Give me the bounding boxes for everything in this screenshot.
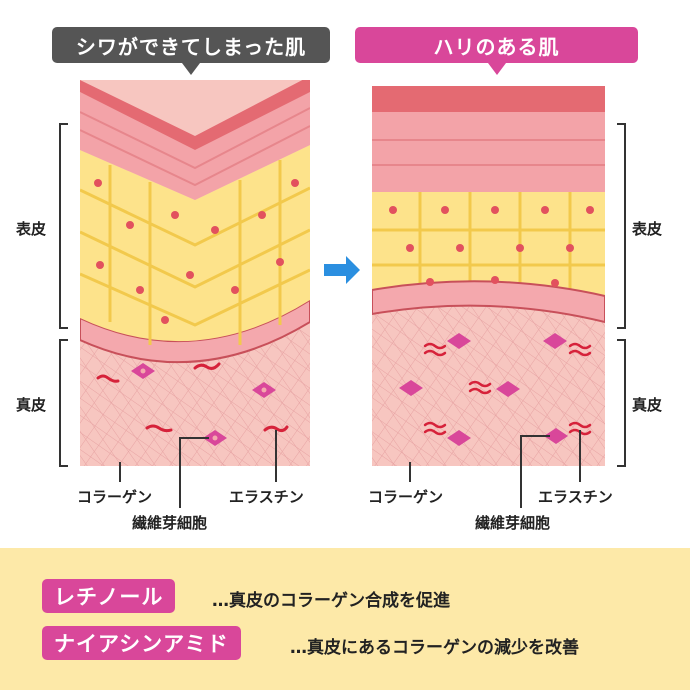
- skin-diagram: [59, 80, 626, 508]
- right-epidermis-label: 表皮: [632, 220, 663, 238]
- right-title-tail: [487, 63, 506, 75]
- right-collagen-label: コラーゲン: [368, 488, 444, 506]
- niacinamide-badge: ナイアシンアミド: [42, 626, 241, 660]
- left-elastin-label: エラスチン: [229, 488, 304, 506]
- right-title: ハリのある肌: [355, 27, 638, 75]
- left-title: シワができてしまった肌: [52, 27, 330, 75]
- niacinamide-desc: …真皮にあるコラーゲンの減少を改善: [290, 638, 579, 658]
- left-title-tail: [182, 63, 200, 75]
- left-dermis-label: 真皮: [16, 396, 47, 414]
- right-title-text: ハリのある肌: [433, 34, 560, 59]
- right-skin: [372, 86, 605, 466]
- right-dermis-label: 真皮: [632, 396, 663, 414]
- left-epidermis-label: 表皮: [16, 220, 47, 238]
- arrow-icon: [324, 256, 360, 284]
- right-fibroblast-label: 繊維芽細胞: [475, 514, 551, 532]
- footer-panel: [0, 548, 690, 690]
- left-skin: [80, 80, 310, 466]
- niacinamide-name: ナイアシンアミド: [54, 632, 229, 656]
- retinol-badge: レチノール: [42, 579, 176, 613]
- right-elastin-label: エラスチン: [538, 488, 613, 506]
- left-collagen-label: コラーゲン: [77, 488, 153, 506]
- left-fibroblast-label: 繊維芽細胞: [132, 514, 208, 532]
- left-title-text: シワができてしまった肌: [75, 34, 307, 59]
- retinol-desc: …真皮のコラーゲン合成を促進: [212, 591, 450, 611]
- retinol-name: レチノール: [54, 585, 164, 609]
